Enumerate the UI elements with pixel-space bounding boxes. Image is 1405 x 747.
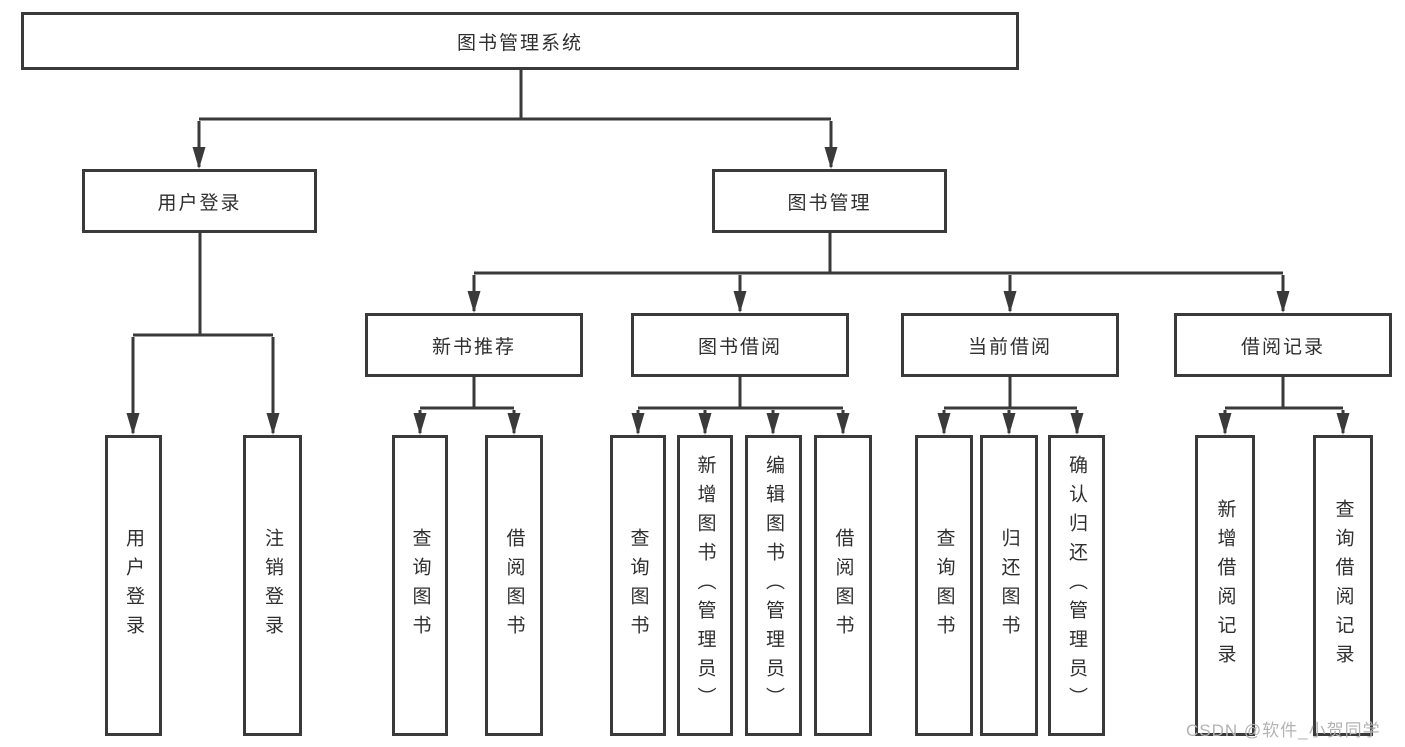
leaf-query-books-2: 查询图书 bbox=[610, 435, 666, 736]
node-label: 新增图书（管理员） bbox=[694, 455, 716, 716]
node-label: 当前借阅 bbox=[967, 336, 1052, 358]
node-label: 用户登录 bbox=[157, 192, 242, 214]
node-library-system: 图书管理系统 bbox=[21, 12, 1019, 70]
node-label: 图书借阅 bbox=[697, 336, 782, 358]
node-label: 图书管理 bbox=[787, 192, 872, 214]
node-label: 查询借阅记录 bbox=[1332, 498, 1354, 673]
leaf-user-login: 用户登录 bbox=[105, 435, 162, 736]
node-label: 新增借阅记录 bbox=[1214, 498, 1236, 673]
leaf-query-books-1: 查询图书 bbox=[392, 435, 448, 736]
node-current-borrow: 当前借阅 bbox=[901, 313, 1119, 377]
node-label: 归还图书 bbox=[998, 527, 1020, 644]
leaf-return-book: 归还图书 bbox=[980, 435, 1038, 736]
node-label: 图书管理系统 bbox=[456, 32, 583, 54]
leaf-add-borrow-record: 新增借阅记录 bbox=[1195, 435, 1255, 736]
leaf-query-books-3: 查询图书 bbox=[915, 435, 973, 736]
leaf-borrow-books-1: 借阅图书 bbox=[485, 435, 543, 736]
leaf-confirm-return-admin: 确认归还（管理员） bbox=[1048, 435, 1105, 736]
connector-stems bbox=[133, 70, 1343, 410]
node-label: 确认归还（管理员） bbox=[1066, 455, 1087, 716]
leaf-add-book-admin: 新增图书（管理员） bbox=[677, 435, 733, 736]
node-label: 借阅图书 bbox=[503, 527, 525, 644]
node-label: 查询图书 bbox=[933, 527, 955, 644]
leaf-logout: 注销登录 bbox=[243, 435, 302, 736]
node-book-borrow: 图书借阅 bbox=[631, 313, 849, 377]
leaf-borrow-books-2: 借阅图书 bbox=[814, 435, 872, 736]
csdn-watermark: CSDN @软件_小贺同学 bbox=[1186, 721, 1381, 740]
node-label: 查询图书 bbox=[409, 527, 431, 644]
node-new-book-recommend: 新书推荐 bbox=[365, 313, 583, 377]
node-label: 注销登录 bbox=[262, 527, 283, 644]
node-label: 新书推荐 bbox=[431, 336, 516, 358]
node-book-management: 图书管理 bbox=[712, 169, 947, 233]
node-label: 编辑图书（管理员） bbox=[763, 455, 784, 716]
node-label: 查询图书 bbox=[627, 527, 649, 644]
leaf-edit-book-admin: 编辑图书（管理员） bbox=[745, 435, 802, 736]
node-label: 用户登录 bbox=[123, 527, 144, 644]
leaf-query-borrow-record: 查询借阅记录 bbox=[1313, 435, 1373, 736]
node-user-login: 用户登录 bbox=[82, 169, 317, 233]
node-borrow-records: 借阅记录 bbox=[1174, 313, 1392, 377]
node-label: 借阅图书 bbox=[832, 527, 854, 644]
node-label: 借阅记录 bbox=[1240, 336, 1325, 358]
